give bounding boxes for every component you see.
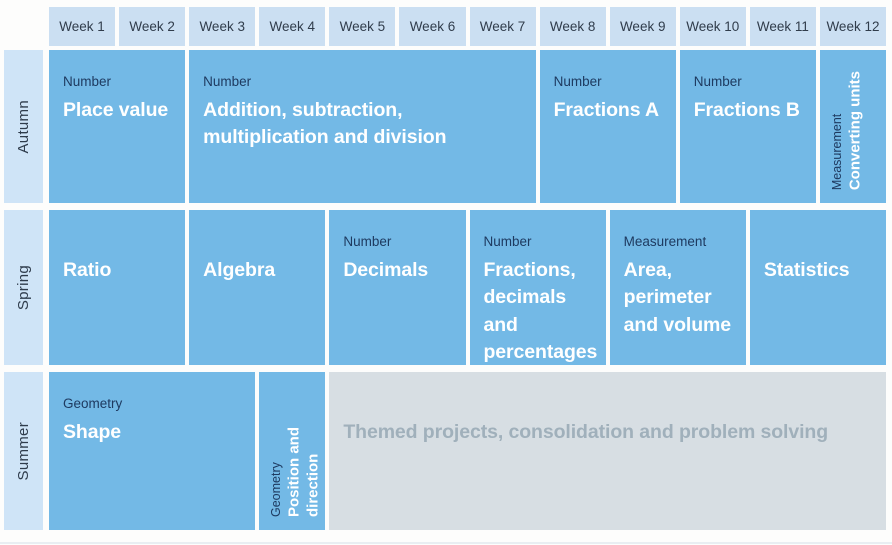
unit-category [63, 234, 179, 257]
unit-title: Place value [63, 99, 169, 121]
term-label-text: Spring [15, 264, 32, 311]
unit-title: Ratio [63, 259, 112, 281]
term-label-summer: Summer [4, 372, 43, 530]
unit-cell: Ratio [49, 210, 186, 365]
unit-title: Position and direction [285, 427, 322, 517]
unit-title: Area, perimeter and volume [623, 259, 732, 336]
week-header-cell: Week 7 [469, 7, 536, 46]
week-header-cell: Week 9 [609, 7, 676, 46]
week-header-cell: Week 5 [329, 7, 396, 46]
unit-category [343, 396, 880, 419]
week-header-cell: Week 11 [749, 7, 816, 46]
week-header-cell: Week 4 [259, 7, 326, 46]
week-header-cell: Week 10 [679, 7, 746, 46]
unit-title: Fractions B [693, 99, 800, 121]
unit-category: Number [63, 74, 112, 89]
unit-category [203, 234, 319, 257]
unit-title: Decimals [343, 259, 429, 281]
term-label-autumn: Autumn [4, 50, 43, 203]
term-label-text: Autumn [15, 99, 32, 154]
week-header-cell: Week 6 [399, 7, 466, 46]
unit-title: Themed projects, consolidation and probl… [343, 421, 829, 443]
unit-title: Shape [63, 421, 122, 443]
unit-title: Fractions A [553, 99, 660, 121]
term-label-text: Summer [15, 421, 32, 481]
unit-cell: Statistics [749, 210, 886, 365]
unit-category: Number [693, 74, 742, 89]
unit-category: Measurement [829, 113, 844, 190]
unit-category: Number [343, 234, 392, 249]
unit-title: Algebra [203, 259, 276, 281]
unit-title: Addition, subtraction, multiplication an… [203, 99, 447, 149]
unit-title: Converting units [846, 70, 864, 190]
unit-title: Statistics [763, 259, 850, 281]
unit-category: Geometry [63, 396, 123, 411]
term-label-spring: Spring [4, 210, 43, 365]
unit-title: Fractions, decimals and percentages [483, 259, 598, 363]
unit-category: Number [203, 74, 252, 89]
unit-cell: Algebra [189, 210, 326, 365]
unit-category: Geometry [269, 462, 284, 517]
bottom-divider [0, 542, 892, 544]
unit-category: Number [483, 234, 532, 249]
unit-category [764, 234, 880, 257]
week-header-cell: Week 3 [189, 7, 256, 46]
unit-category: Number [553, 74, 602, 89]
unit-cell: Themed projects, consolidation and probl… [329, 372, 886, 530]
unit-category: Measurement [623, 234, 707, 249]
week-header-cell: Week 1 [49, 7, 116, 46]
week-header-cell: Week 8 [539, 7, 606, 46]
week-header-cell: Week 12 [819, 7, 886, 46]
week-header-cell: Week 2 [119, 7, 186, 46]
